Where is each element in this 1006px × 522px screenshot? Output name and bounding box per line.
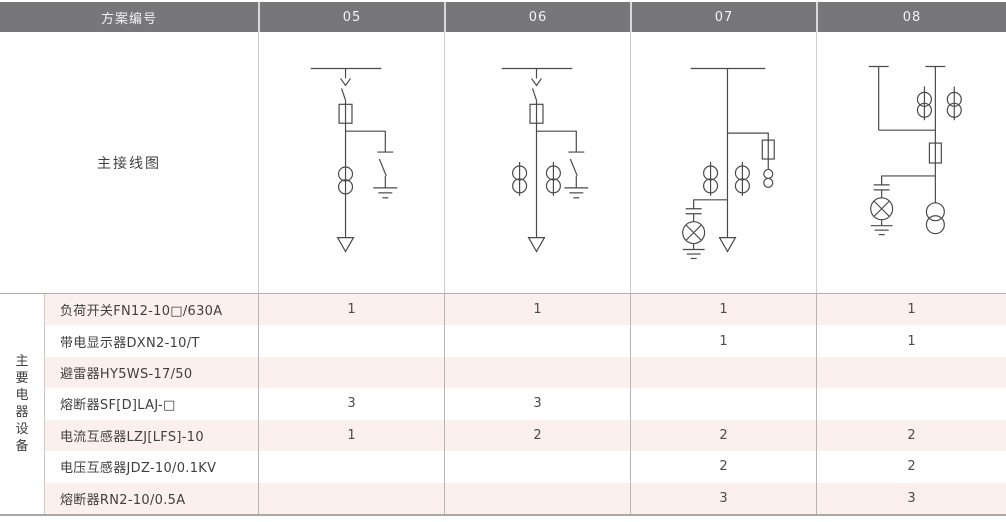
diagram-cell-07 [630,32,816,293]
qty-cell [258,356,444,389]
voltage-transformer-icon [763,168,774,180]
outgoing-feeder-arrow [527,236,546,253]
qty-cell: 2 [630,419,816,452]
qty-cell: 2 [816,419,1006,452]
diagram-row: 主接线图 [0,32,1006,293]
earthing-switch-blade [569,158,578,177]
qty-cell: 2 [816,451,1006,483]
current-transformer-icon [703,165,719,181]
equipment-rows: 负荷开关FN12-10□/630A 1 1 1 1 带电显示器DXN2-10/T… [45,294,1006,514]
fuse-icon [928,142,942,164]
current-transformer-icon [545,165,561,181]
section-label-char: 电 [15,388,29,403]
current-transformer-icon [916,91,932,107]
qty-cell: 1 [630,294,816,326]
qty-cell [630,356,816,389]
outgoing-feeder-arrow [336,236,355,253]
current-transformer-icon [734,165,750,181]
contact-arrow-icon [531,78,542,87]
qty-cell [816,356,1006,389]
equipment-name: 带电显示器DXN2-10/T [60,335,200,351]
table-row-load-switch: 负荷开关FN12-10□/630A 1 1 1 1 [45,294,1006,326]
section-label-char: 器 [15,405,29,420]
section-label-main-equipment: 主 要 电 器 设 备 [0,294,45,514]
qty-cell [258,451,444,483]
qty-cell [258,325,444,357]
fuse-icon [529,103,544,124]
diagram-06-single-line [501,67,589,253]
qty-cell [444,451,630,483]
equipment-name: 熔断器SF[D]LAJ-□ [60,398,176,414]
qty-cell: 1 [816,325,1006,357]
table-row-voltage-transformer: 电压互感器JDZ-10/0.1KV 2 2 [45,451,1006,483]
diagram-cell-06 [444,32,630,293]
table-row-fuse-rn2: 熔断器RN2-10/0.5A 3 3 [45,482,1006,514]
header-scheme-05: 05 [258,2,444,32]
fuse-icon [338,103,353,124]
equipment-name: 电流互感器LZJ[LFS]-10 [60,429,204,445]
section-label-char: 要 [15,371,29,386]
current-transformer-icon [946,91,962,107]
qty-cell: 1 [630,325,816,357]
earthing-switch-blade [378,158,387,177]
qty-cell [258,482,444,514]
qty-cell: 3 [816,482,1006,514]
header-scheme-06: 06 [444,2,630,32]
equipment-name: 避雷器HY5WS-17/50 [60,367,193,383]
header-scheme-08: 08 [816,2,1006,32]
qty-cell [816,388,1006,420]
qty-cell: 2 [630,451,816,483]
qty-cell: 1 [444,294,630,326]
table-row-fuse-sf: 熔断器SF[D]LAJ-□ 3 3 [45,388,1006,420]
current-transformer-icon [512,165,528,181]
outgoing-feeder-arrow [718,236,737,253]
qty-cell: 2 [444,419,630,452]
table-row-current-transformer: 电流互感器LZJ[LFS]-10 1 2 2 2 [45,419,1006,452]
qty-cell [444,325,630,357]
qty-cell [444,482,630,514]
table-header: 方案编号 05 06 07 08 [0,2,1006,32]
qty-cell: 3 [630,482,816,514]
equipment-name: 负荷开关FN12-10□/630A [60,304,223,320]
current-transformer-icon [337,166,354,182]
section-label-char: 备 [15,439,29,454]
contact-arrow-icon [340,78,351,87]
voltage-transformer-icon [925,202,945,222]
switch-blade [340,88,347,101]
qty-cell [630,388,816,420]
header-scheme-number-label: 方案编号 [100,11,157,27]
equipment-name: 熔断器RN2-10/0.5A [60,492,186,508]
diagram-cell-08 [816,32,1006,293]
equipment-name: 电压互感器JDZ-10/0.1KV [60,461,217,477]
diagram-05-single-line [310,67,398,253]
diagram-row-label-cell: 主接线图 [0,32,258,293]
qty-cell: 1 [258,294,444,326]
diagram-08-single-line [868,65,962,236]
qty-cell: 1 [258,419,444,452]
diagram-cell-05 [258,32,444,293]
fuse-icon [761,139,775,160]
switch-blade [531,88,538,101]
qty-cell: 1 [816,294,1006,326]
header-scheme-07: 07 [630,2,816,32]
section-label-char: 设 [15,422,29,437]
diagram-07-single-line [682,67,775,260]
table-row-live-display: 带电显示器DXN2-10/T 1 1 [45,325,1006,357]
main-wiring-diagram-label: 主接线图 [97,155,161,172]
section-label-char: 主 [15,354,29,369]
qty-cell [444,356,630,389]
table-row-arrester: 避雷器HY5WS-17/50 [45,356,1006,389]
equipment-section: 主 要 电 器 设 备 负荷开关FN12-10□/630A 1 1 1 1 带电… [0,293,1006,516]
qty-cell: 3 [258,388,444,420]
qty-cell: 3 [444,388,630,420]
